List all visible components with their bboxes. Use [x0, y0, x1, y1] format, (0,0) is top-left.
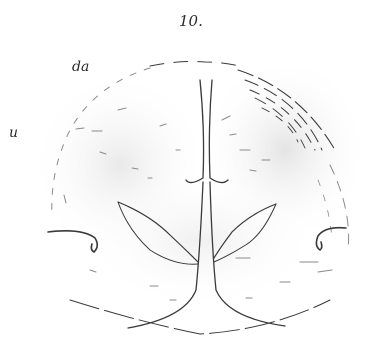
figure-number: 10.: [179, 14, 203, 29]
label-u: u: [9, 126, 18, 140]
outline-top: [150, 62, 240, 67]
label-da: da: [72, 60, 89, 74]
